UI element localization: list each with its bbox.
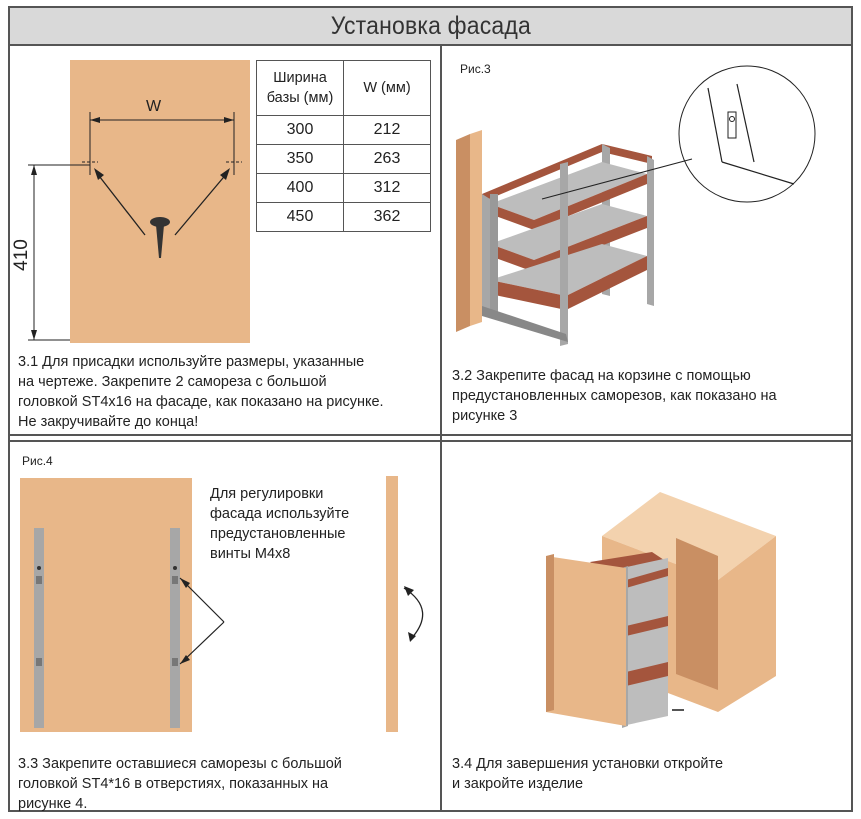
note-line: винты М4х8 (210, 546, 291, 562)
dimensions-table: Ширина базы (мм) W (мм) 300 212 350 263 … (256, 60, 431, 232)
table-cell: 263 (343, 144, 431, 174)
fig3-label: Рис.3 (460, 62, 491, 76)
caption-line: головкой ST4x16 на фасаде, как показано … (18, 394, 384, 410)
table-cell: 400 (256, 173, 344, 203)
note-line: фасада используйте (210, 506, 350, 522)
panel1-drawing (28, 60, 250, 343)
table-cell: 312 (343, 173, 431, 203)
height-label: 410 (10, 239, 32, 271)
caption-line: на чертеже. Закрепите 2 самореза с больш… (18, 374, 327, 390)
caption-line: головкой ST4*16 в отверстиях, показанных… (18, 776, 329, 792)
basket-drawing (456, 65, 816, 346)
caption-line: 3.2 Закрепите фасад на корзине с помощью (452, 368, 751, 384)
panel2-caption: 3.2 Закрепите фасад на корзине с помощью… (452, 366, 850, 426)
table-header-cell: W (мм) (343, 60, 431, 116)
caption-line: рисунке 3 (452, 408, 518, 424)
cabinet-drawing (546, 492, 776, 728)
table-cell: 212 (343, 115, 431, 145)
divider-horizontal-2 (8, 440, 853, 442)
table-cell: 350 (256, 144, 344, 174)
note-line: предустановленные (210, 526, 346, 542)
table-row: 400 312 (256, 173, 431, 203)
panel1-caption: 3.1 Для присадки используйте размеры, ук… (18, 352, 436, 432)
panel3-note: Для регулировки фасада используйте преду… (210, 484, 390, 564)
screw-icon (150, 217, 170, 258)
divider-horizontal (8, 434, 853, 436)
caption-line: Не закручивайте до конца! (18, 414, 199, 430)
width-label: W (146, 98, 162, 115)
facade-panel-2 (20, 478, 192, 732)
caption-line: и закройте изделие (452, 776, 584, 792)
caption-line: 3.3 Закрепите оставшиеся саморезы с боль… (18, 756, 342, 772)
table-cell: 450 (256, 202, 344, 232)
facade-adjust-drawing (20, 476, 424, 732)
table-header-row: Ширина базы (мм) W (мм) (256, 60, 431, 116)
page-title: Установка фасада (330, 11, 531, 40)
table-row: 300 212 (256, 115, 431, 145)
facade-panel (70, 60, 250, 343)
table-cell: 362 (343, 202, 431, 232)
caption-line: предустановленных саморезов, как показан… (452, 388, 777, 404)
caption-line: 3.1 Для присадки используйте размеры, ук… (18, 354, 365, 370)
table-cell: 300 (256, 115, 344, 145)
divider-vertical (440, 44, 442, 812)
page-header: Установка фасада (8, 6, 853, 46)
table-row: 350 263 (256, 144, 431, 174)
caption-line: рисунке 4. (18, 796, 88, 812)
table-row: 450 362 (256, 202, 431, 232)
caption-line: 3.4 Для завершения установки откройте (452, 756, 724, 772)
panel4-caption: 3.4 Для завершения установки откройте и … (452, 754, 850, 794)
table-header-cell: Ширина базы (мм) (256, 60, 344, 116)
fig4-label: Рис.4 (22, 454, 53, 468)
panel3-caption: 3.3 Закрепите оставшиеся саморезы с боль… (18, 754, 436, 814)
note-line: Для регулировки (210, 486, 324, 502)
facade-side-view (386, 476, 398, 732)
